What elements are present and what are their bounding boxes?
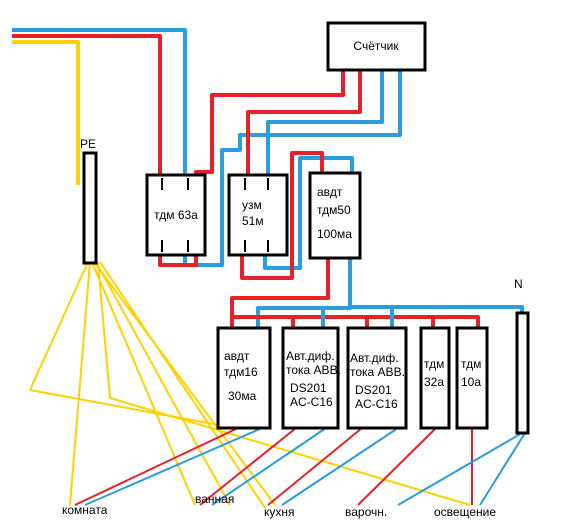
output-room: комната xyxy=(62,503,108,517)
phase-bus-wire xyxy=(232,315,480,330)
n-bar xyxy=(515,311,530,435)
meter-out-neutral-wire xyxy=(266,70,384,178)
output-circuits xyxy=(74,427,526,506)
rcd16-label-3: 30ма xyxy=(228,389,257,403)
breaker-10a: тдм 10а xyxy=(455,326,489,430)
uzm-label-1: узм xyxy=(242,198,262,212)
uzm-out-phase-wire xyxy=(240,151,324,280)
main-breaker: тдм 63а xyxy=(145,173,207,257)
feed-phase-wire xyxy=(12,34,345,267)
pe-fanout xyxy=(29,261,471,509)
feed-pe-wire xyxy=(12,40,80,185)
rcbo1-label-2: тока АВВ. xyxy=(286,363,341,377)
rcbo2-label-2: тока АВВ. xyxy=(350,365,405,379)
pe-bar: PE xyxy=(80,137,98,265)
rcd-out-phase-wire xyxy=(230,258,330,330)
output-bathroom: ванная xyxy=(195,492,234,506)
rcd16-label-1: авдт xyxy=(224,349,250,363)
cb10-label-2: 10а xyxy=(461,375,481,389)
output-labels: комната ванная кухня варочн. освещение xyxy=(62,492,496,519)
incoming-feed xyxy=(12,28,402,267)
cb10-label-1: тдм xyxy=(461,357,481,371)
feed-neutral-wire xyxy=(12,28,402,267)
meter-label: Счётчик xyxy=(353,39,399,53)
rcd16-label-2: тдм16 xyxy=(224,365,258,379)
main-rcd-label-1: авдт xyxy=(317,185,343,199)
meter: Счётчик xyxy=(326,21,427,72)
main-breaker-label: тдм 63а xyxy=(154,208,198,222)
meter-out-phase-wire xyxy=(246,70,362,178)
rcd-16: авдт тдм16 30ма xyxy=(216,326,272,430)
rcbo1-label-4: AC-C16 xyxy=(290,395,333,409)
main-rcd: авдт тдм50 100ма xyxy=(308,171,362,260)
uzm-device: узм 51м xyxy=(227,173,289,257)
cb32-label-1: тдм xyxy=(424,357,444,371)
cb32-label-2: 32а xyxy=(424,375,444,389)
breaker-32a: тдм 32а xyxy=(419,326,451,430)
rcbo2-label-4: AC-C16 xyxy=(355,397,398,411)
meter-wiring xyxy=(246,70,384,178)
rcbo2-label-3: DS201 xyxy=(355,383,392,397)
rcbo-1: Авт.диф. тока АВВ. DS201 AC-C16 xyxy=(281,326,341,430)
rcbo1-label-3: DS201 xyxy=(290,381,327,395)
n-label: N xyxy=(514,277,523,291)
rcbo1-label-1: Авт.диф. xyxy=(286,349,335,363)
output-lighting: освещение xyxy=(434,505,496,519)
uzm-to-rcd-wiring xyxy=(240,151,354,280)
rcbo-2: Авт.диф. тока АВВ. DS201 AC-C16 xyxy=(346,326,408,430)
rcbo2-label-1: Авт.диф. xyxy=(350,351,399,365)
pe-label: PE xyxy=(80,137,96,151)
main-rcd-label-3: 100ма xyxy=(317,227,352,241)
output-boiler: варочн. xyxy=(345,505,387,519)
main-rcd-label-2: тдм50 xyxy=(317,203,351,217)
uzm-label-2: 51м xyxy=(242,214,264,228)
uzm-out-neutral-wire xyxy=(263,156,354,270)
output-kitchen: кухня xyxy=(264,505,295,519)
